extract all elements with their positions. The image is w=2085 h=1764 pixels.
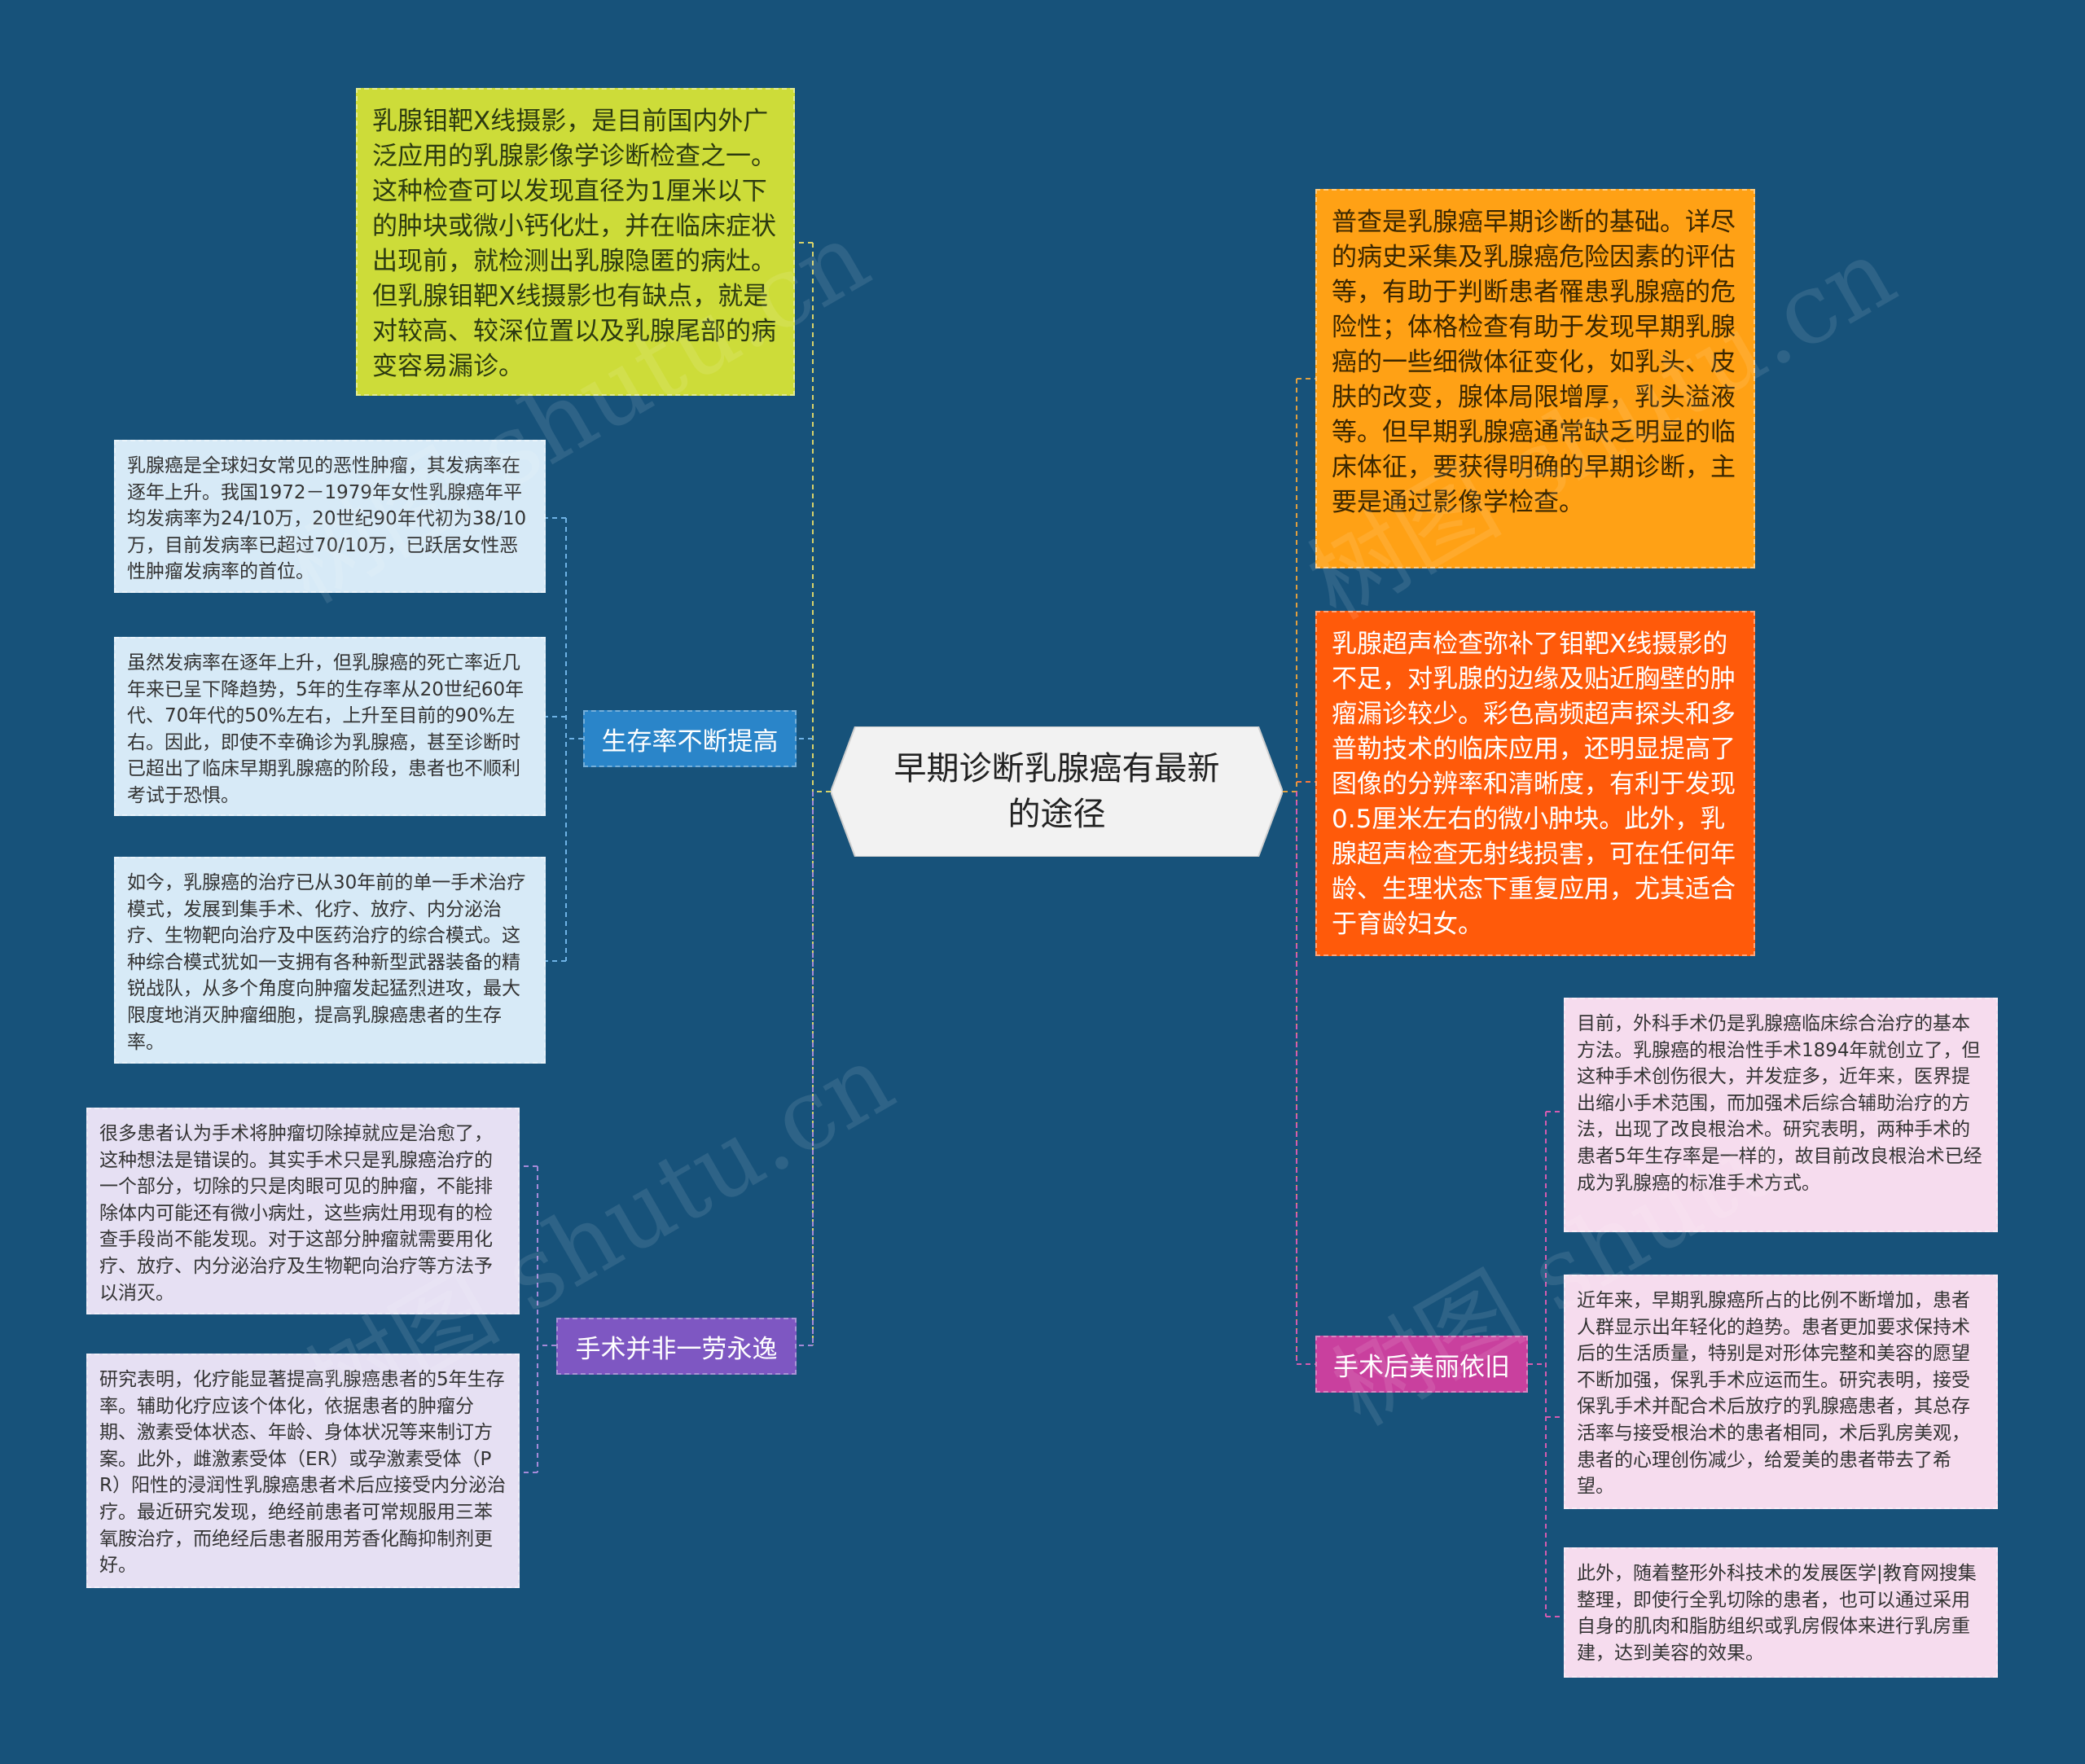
mammography-text: 乳腺钼靶X线摄影，是目前国内外广泛应用的乳腺影像学诊断检查之一。这种检查可以发现… — [372, 107, 776, 381]
survival-leaf-1[interactable]: 乳腺癌是全球妇女常见的恶性肿瘤，其发病率在逐年上升。我国1972－1979年女性… — [114, 440, 546, 593]
beauty-leaf-3-text: 此外，随着整形外科技术的发展医学|教育网搜集整理，即使行全乳切除的患者，也可以通… — [1577, 1563, 1977, 1664]
mammography-node[interactable]: 乳腺钼靶X线摄影，是目前国内外广泛应用的乳腺影像学诊断检查之一。这种检查可以发现… — [356, 88, 795, 396]
beauty-leaf-2[interactable]: 近年来，早期乳腺癌所占的比例不断增加，患者人群显示出年轻化的趋势。患者更加要求保… — [1564, 1275, 1998, 1509]
beauty-leaf-1-text: 目前，外科手术仍是乳腺癌临床综合治疗的基本方法。乳腺癌的根治性手术1894年就创… — [1577, 1013, 1982, 1194]
beauty-label: 手术后美丽依旧 — [1333, 1352, 1510, 1382]
link-surgery-bracket — [520, 1165, 556, 1473]
surgery-leaf-1-text: 很多患者认为手术将肿瘤切除掉就应是治愈了，这种想法是错误的。其实手术只是乳腺癌治… — [99, 1123, 493, 1304]
center-topic[interactable]: 早期诊断乳腺癌有最新的途径 — [831, 726, 1283, 857]
survival-leaf-3[interactable]: 如今，乳腺癌的治疗已从30年前的单一手术治疗模式，发展到集手术、化疗、放疗、内分… — [114, 857, 546, 1064]
survival-leaf-3-text: 如今，乳腺癌的治疗已从30年前的单一手术治疗模式，发展到集手术、化疗、放疗、内分… — [127, 872, 526, 1053]
survival-leaf-2-text: 虽然发病率在逐年上升，但乳腺癌的死亡率近几年来已呈下降趋势，5年的生存率从20世… — [127, 652, 525, 806]
surgery-label-node[interactable]: 手术并非一劳永逸 — [556, 1318, 797, 1375]
beauty-leaf-2-text: 近年来，早期乳腺癌所占的比例不断增加，患者人群显示出年轻化的趋势。患者更加要求保… — [1577, 1290, 1970, 1498]
link-survival-bracket — [546, 517, 583, 962]
surgery-leaf-2[interactable]: 研究表明，化疗能显著提高乳腺癌患者的5年生存率。辅助化疗应该个体化，依据患者的肿… — [86, 1354, 520, 1588]
survival-label-node[interactable]: 生存率不断提高 — [583, 710, 797, 767]
link-left-trunk — [812, 243, 831, 1345]
screening-node[interactable]: 普查是乳腺癌早期诊断的基础。详尽的病史采集及乳腺癌危险因素的评估等，有助于判断患… — [1315, 189, 1755, 568]
link-beauty-bracket — [1528, 1111, 1564, 1617]
link-right-trunk — [1283, 379, 1297, 1364]
beauty-leaf-1[interactable]: 目前，外科手术仍是乳腺癌临床综合治疗的基本方法。乳腺癌的根治性手术1894年就创… — [1564, 998, 1998, 1232]
survival-leaf-2[interactable]: 虽然发病率在逐年上升，但乳腺癌的死亡率近几年来已呈下降趋势，5年的生存率从20世… — [114, 637, 546, 816]
ultrasound-node[interactable]: 乳腺超声检查弥补了钼靶X线摄影的不足，对乳腺的边缘及贴近胸壁的肿瘤漏诊较少。彩色… — [1315, 611, 1755, 956]
surgery-label: 手术并非一劳永逸 — [575, 1334, 778, 1364]
surgery-leaf-1[interactable]: 很多患者认为手术将肿瘤切除掉就应是治愈了，这种想法是错误的。其实手术只是乳腺癌治… — [86, 1108, 520, 1314]
survival-label: 生存率不断提高 — [601, 726, 779, 757]
beauty-label-node[interactable]: 手术后美丽依旧 — [1315, 1336, 1528, 1393]
surgery-leaf-2-text: 研究表明，化疗能显著提高乳腺癌患者的5年生存率。辅助化疗应该个体化，依据患者的肿… — [99, 1369, 506, 1577]
ultrasound-text: 乳腺超声检查弥补了钼靶X线摄影的不足，对乳腺的边缘及贴近胸壁的肿瘤漏诊较少。彩色… — [1332, 630, 1736, 939]
center-title: 早期诊断乳腺癌有最新的途径 — [893, 750, 1220, 833]
screening-text: 普查是乳腺癌早期诊断的基础。详尽的病史采集及乳腺癌危险因素的评估等，有助于判断患… — [1332, 208, 1736, 517]
beauty-leaf-3[interactable]: 此外，随着整形外科技术的发展医学|教育网搜集整理，即使行全乳切除的患者，也可以通… — [1564, 1547, 1998, 1678]
survival-leaf-1-text: 乳腺癌是全球妇女常见的恶性肿瘤，其发病率在逐年上升。我国1972－1979年女性… — [127, 455, 527, 583]
center-node-shape — [831, 726, 1283, 857]
